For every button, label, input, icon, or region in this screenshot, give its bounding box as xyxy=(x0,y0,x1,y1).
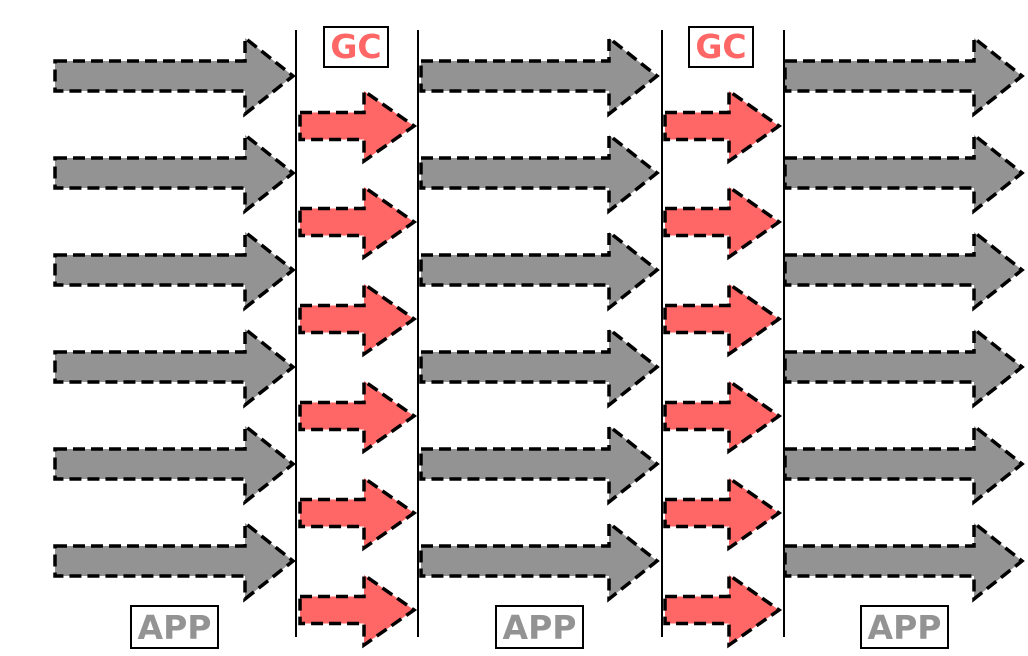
app-arrow-p2-t5 xyxy=(419,422,660,506)
gc-arrow-p2-t4 xyxy=(663,377,783,455)
gc-arrow-p2-t5 xyxy=(663,474,783,552)
app-arrow-p3-t5 xyxy=(783,422,1025,506)
app-label-3-text: APP xyxy=(868,608,942,647)
gc-arrow-p1-t4 xyxy=(298,377,418,455)
app-label-2: APP xyxy=(495,605,584,649)
gc-arrow-p1-t5 xyxy=(298,474,418,552)
gc-label-2: GC xyxy=(688,26,754,68)
gc-arrow-p2-t3 xyxy=(663,280,783,358)
app-arrow-p2-t6 xyxy=(419,519,660,603)
gc-label-1: GC xyxy=(323,26,389,68)
app-arrow-p1-t1 xyxy=(53,34,296,118)
app-arrow-p3-t1 xyxy=(783,34,1025,118)
app-label-3: APP xyxy=(860,605,949,649)
gc-label-2-text: GC xyxy=(695,27,746,66)
app-arrow-p1-t2 xyxy=(53,131,296,215)
app-arrow-p2-t4 xyxy=(419,325,660,409)
app-arrow-p3-t2 xyxy=(783,131,1025,215)
gc-arrow-p1-t6 xyxy=(298,571,418,649)
app-arrow-p2-t2 xyxy=(419,131,660,215)
gc-arrow-p2-t6 xyxy=(663,571,783,649)
gc-arrow-p1-t2 xyxy=(298,183,418,261)
app-arrow-p3-t3 xyxy=(783,228,1025,312)
app-arrow-p1-t3 xyxy=(53,228,296,312)
app-arrow-p3-t6 xyxy=(783,519,1025,603)
gc-arrow-p1-t3 xyxy=(298,280,418,358)
gc-label-1-text: GC xyxy=(330,27,381,66)
phase-separators xyxy=(295,30,785,637)
app-arrow-p1-t5 xyxy=(53,422,296,506)
gc-arrow-p2-t2 xyxy=(663,183,783,261)
app-arrow-p1-t6 xyxy=(53,519,296,603)
app-label-1-text: APP xyxy=(138,608,212,647)
gc-arrow-p1-t1 xyxy=(298,87,418,165)
app-arrow-p2-t3 xyxy=(419,228,660,312)
app-label-1: APP xyxy=(130,605,219,649)
app-arrow-p3-t4 xyxy=(783,325,1025,409)
gc-thread-arrows xyxy=(298,87,783,649)
app-arrow-p1-t4 xyxy=(53,325,296,409)
app-arrow-p2-t1 xyxy=(419,34,660,118)
gc-arrow-p2-t1 xyxy=(663,87,783,165)
app-label-2-text: APP xyxy=(503,608,577,647)
app-thread-arrows xyxy=(53,34,1025,603)
